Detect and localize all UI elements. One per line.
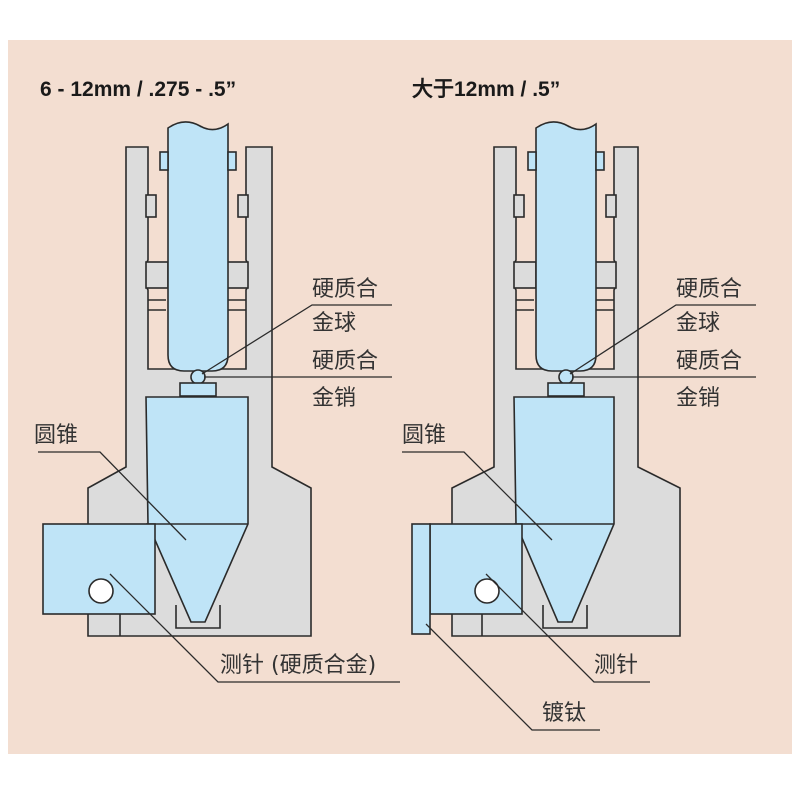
right-plating-strip: [411, 523, 431, 635]
right-carbide-ball: [558, 369, 574, 385]
right-collar-left: [513, 261, 537, 289]
right-stylus-hole: [474, 578, 500, 604]
right-carbide-pin: [547, 382, 585, 397]
left-stylus-hole: [88, 578, 114, 604]
left-assembly: 6 - 12mm / .275 - .5” 硬质合 金球 硬质合 金销 圆锥 测…: [34, 78, 400, 683]
left-carbide-pin: [179, 382, 217, 397]
right-assembly: 大于12mm / .5” 硬质合 金球 硬质合 金销 圆锥 测针 镀钛: [402, 78, 756, 731]
right-leader-stylus: [485, 573, 650, 683]
left-label-pin-line1: 硬质合: [312, 349, 378, 374]
left-collar-left: [145, 261, 169, 289]
right-cone-seat: [542, 605, 588, 629]
left-spindle-flange-left: [159, 151, 169, 171]
right-label-pin-line2: 金销: [676, 386, 720, 411]
left-clip-right: [237, 194, 249, 218]
left-spindle: [167, 121, 229, 372]
right-clip-left: [513, 194, 525, 218]
right-spindle-flange-right: [595, 151, 605, 171]
right-leader-plating: [425, 623, 600, 731]
left-leader-ball: [201, 304, 392, 375]
right-label-cone: 圆锥: [402, 423, 446, 448]
right-label-plating: 镀钛: [542, 701, 586, 726]
left-leader-stylus: [109, 573, 400, 683]
right-label-pin-line1: 硬质合: [676, 349, 742, 374]
right-title: 大于12mm / .5”: [412, 78, 560, 101]
right-collar-right: [593, 261, 617, 289]
left-label-pin-line2: 金销: [312, 386, 356, 411]
left-label-ball-line2: 金球: [312, 311, 356, 336]
left-spindle-flange-right: [227, 151, 237, 171]
right-label-ball-line2: 金球: [676, 311, 720, 336]
left-label-stylus: 测针 (硬质合金): [220, 653, 376, 678]
right-spindle: [535, 121, 597, 372]
right-label-ball-line1: 硬质合: [676, 277, 742, 302]
left-clip-left: [145, 194, 157, 218]
right-clip-right: [605, 194, 617, 218]
left-title: 6 - 12mm / .275 - .5”: [40, 78, 236, 101]
right-label-stylus: 测针: [594, 653, 638, 678]
right-stylus-block: [429, 523, 523, 615]
left-collar-right: [225, 261, 249, 289]
left-cone-seat: [175, 605, 221, 629]
left-label-ball-line1: 硬质合: [312, 277, 378, 302]
left-label-cone: 圆锥: [34, 423, 78, 448]
left-carbide-ball: [190, 369, 206, 385]
right-spindle-flange-left: [527, 151, 537, 171]
right-leader-ball: [569, 304, 756, 375]
left-leader-cone: [38, 451, 187, 541]
right-leader-cone: [402, 451, 553, 541]
